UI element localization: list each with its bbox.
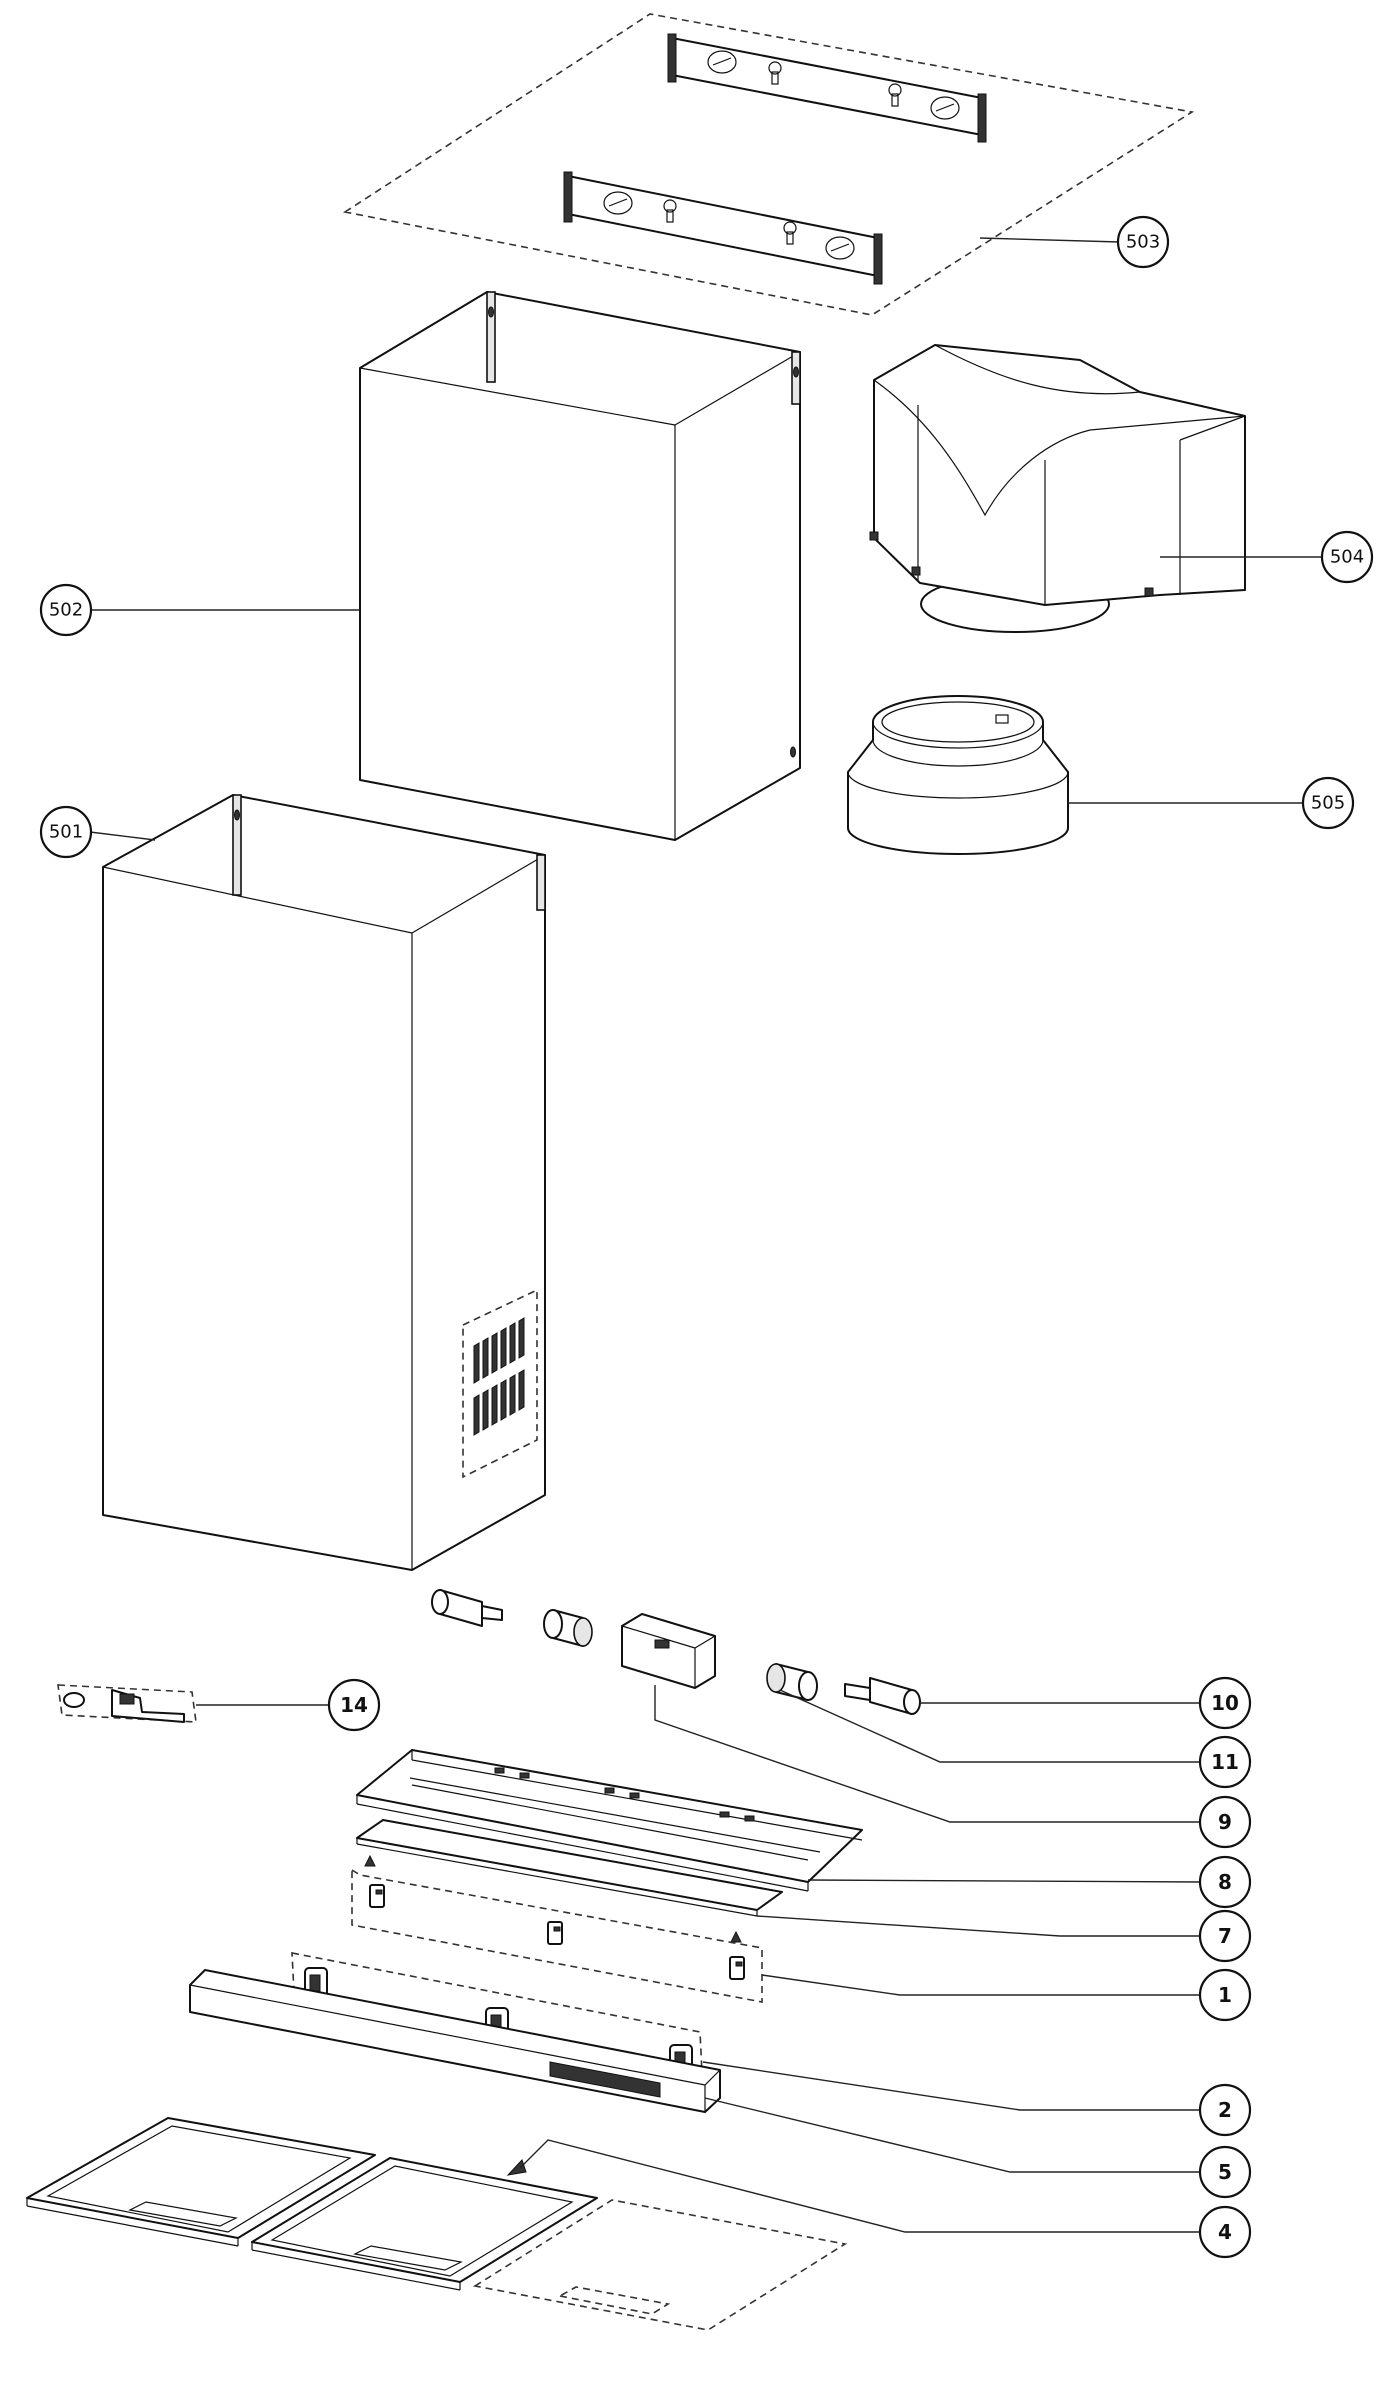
part-505-round-spigot	[847, 695, 1305, 855]
callout-label: 5	[1218, 2160, 1232, 2184]
part-4-grease-filters	[26, 2117, 1200, 2331]
callout-label: 14	[340, 1693, 368, 1717]
callout-8: 8	[1198, 1855, 1252, 1909]
part-502-upper-chimney	[90, 291, 801, 841]
callout-label: 503	[1126, 232, 1160, 253]
part-8-lamp-frame	[356, 1749, 1201, 1892]
part-501-lower-chimney	[89, 794, 546, 1571]
callout-label: 502	[49, 600, 83, 621]
callout-502: 502	[39, 583, 93, 637]
part-503-wall-brackets	[342, 13, 1195, 316]
part-1-spring-clips	[351, 1868, 1200, 2003]
callout-label: 505	[1311, 793, 1345, 814]
part-14-clips	[57, 1684, 332, 1723]
callout-label: 9	[1218, 1810, 1232, 1834]
vent-slots	[473, 1317, 525, 1436]
callout-label: 11	[1211, 1750, 1239, 1774]
callout-11: 11	[1198, 1735, 1252, 1789]
part-7-diffuser	[356, 1819, 1200, 1943]
callout-5: 5	[1198, 2145, 1252, 2199]
callout-1: 1	[1198, 1968, 1252, 2022]
callout-label: 2	[1218, 2098, 1232, 2122]
callout-label: 504	[1330, 547, 1364, 568]
callout-label: 1	[1218, 1983, 1232, 2007]
part-5-front-trim	[189, 1969, 1200, 2173]
callout-503: 503	[1116, 215, 1170, 269]
callout-14: 14	[327, 1678, 381, 1732]
callout-label: 8	[1218, 1870, 1232, 1894]
callout-label: 10	[1211, 1691, 1239, 1715]
callout-2: 2	[1198, 2083, 1252, 2137]
callout-504: 504	[1320, 530, 1374, 584]
callout-505: 505	[1301, 776, 1355, 830]
callout-10: 10	[1198, 1676, 1252, 1730]
callout-4: 4	[1198, 2205, 1252, 2259]
callout-label: 4	[1218, 2220, 1232, 2244]
callout-501: 501	[39, 805, 93, 859]
callout-9: 9	[1198, 1795, 1252, 1849]
part-504-air-deflector	[869, 344, 1325, 633]
callout-bubble	[1116, 215, 1170, 269]
callout-7: 7	[1198, 1909, 1252, 1963]
part-lamp-holders	[431, 1589, 1200, 1823]
callout-label: 7	[1218, 1924, 1232, 1948]
callout-label: 501	[49, 822, 83, 843]
